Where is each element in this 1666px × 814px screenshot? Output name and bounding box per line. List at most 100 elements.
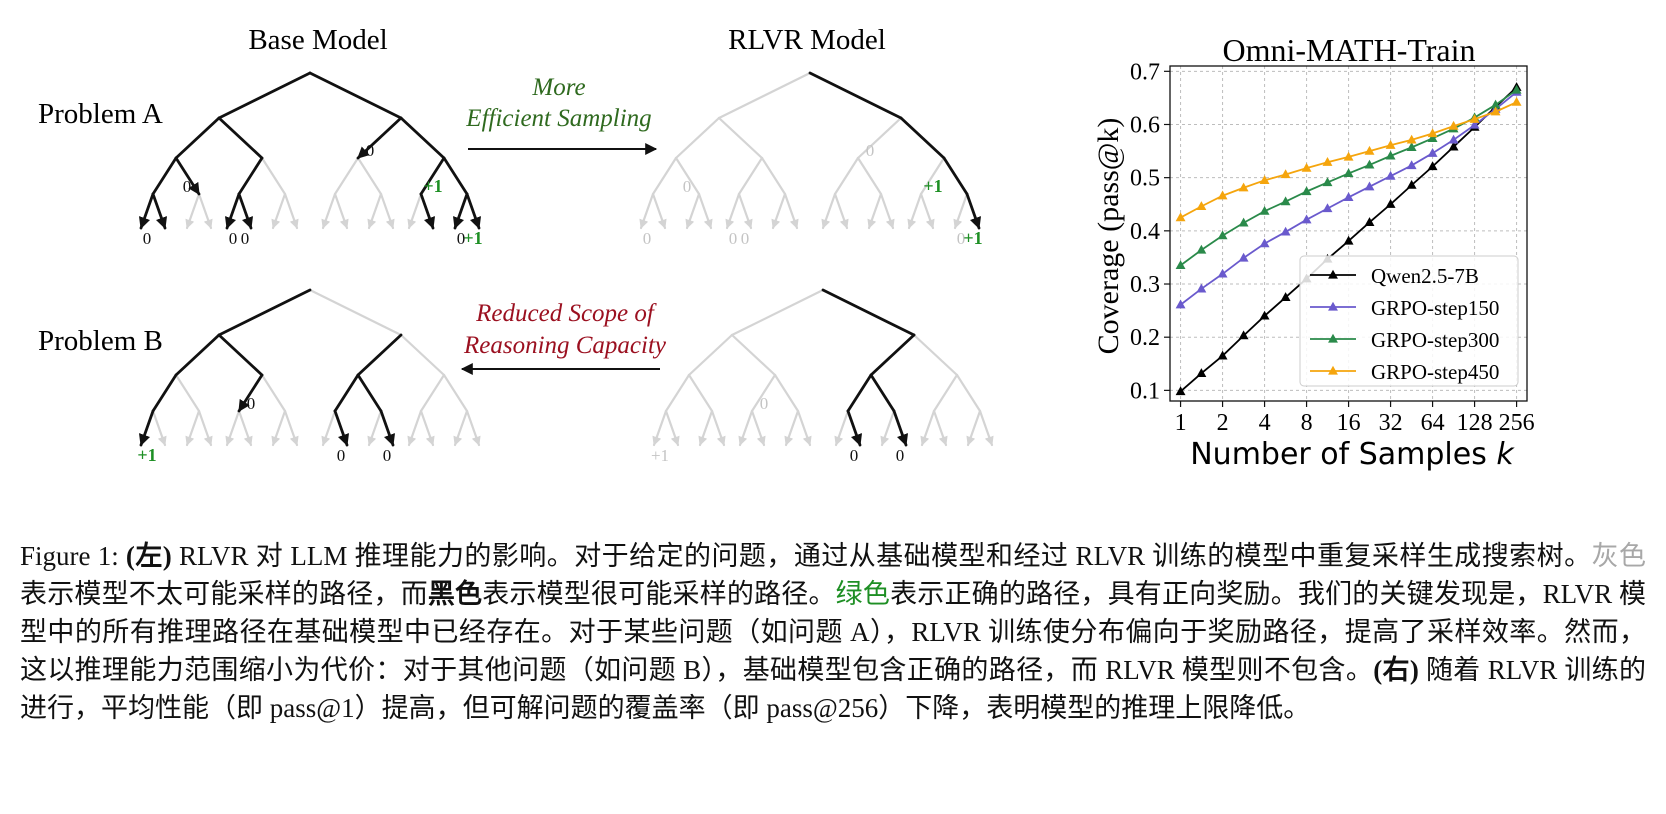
- data-point: [1448, 120, 1459, 130]
- caption-text-3: 表示模型很可能采样的路径。: [482, 579, 836, 609]
- data-point: [1448, 141, 1459, 151]
- legend-box: [1299, 255, 1519, 387]
- data-point: [1280, 196, 1291, 206]
- tree-edge: [367, 192, 383, 230]
- tree-edge: [687, 373, 714, 413]
- tree-edge: [283, 409, 299, 447]
- tree-edge: [783, 192, 799, 230]
- efficient-sampling-label-2: Efficient Sampling: [465, 105, 651, 132]
- tree-edge: [760, 156, 787, 196]
- tree-edge: [151, 156, 178, 196]
- tree-edge: [399, 116, 446, 160]
- tree-edge: [710, 409, 726, 447]
- tree-edge: [697, 192, 713, 230]
- tree-edge: [953, 192, 969, 230]
- chart-xlabel: Number of Samples k: [1190, 437, 1515, 472]
- data-point: [1217, 268, 1228, 278]
- tree-edge: [224, 192, 241, 230]
- tree-edge: [333, 409, 350, 447]
- tree-edge: [912, 333, 959, 377]
- chart-xlabel-k: k: [1496, 437, 1515, 472]
- tree-edge: [217, 71, 312, 120]
- data-point: [1490, 106, 1501, 116]
- tree-edge: [942, 156, 969, 196]
- tree-edge: [217, 333, 264, 377]
- tree-edge: [919, 192, 935, 230]
- tree-edge: [308, 288, 403, 337]
- tree-edge: [283, 192, 299, 230]
- data-point: [1175, 386, 1186, 396]
- data-point: [1301, 162, 1312, 172]
- tree-edge: [978, 409, 994, 447]
- tree-edge: [899, 116, 946, 160]
- chart-xlabel-text: Number of Samples: [1190, 437, 1496, 472]
- reward-label: 0: [383, 446, 392, 465]
- x-tick-label: 32: [1379, 410, 1403, 436]
- data-point: [1217, 230, 1228, 240]
- tree-edge: [174, 333, 221, 377]
- legend-marker: [1328, 333, 1338, 343]
- data-point: [1175, 212, 1186, 222]
- series-grpo-step150: [1175, 86, 1522, 309]
- reward-label: 0: [143, 229, 152, 248]
- tree-edge: [379, 192, 395, 230]
- problem-a-label: Problem A: [38, 98, 163, 130]
- tree-edge: [717, 71, 812, 120]
- tree-edge: [237, 156, 264, 196]
- tree-edge: [737, 156, 764, 196]
- data-point: [1238, 217, 1249, 227]
- data-point: [1322, 157, 1333, 166]
- data-point: [1490, 99, 1501, 109]
- tree-edge: [685, 192, 701, 230]
- tree-edge: [750, 409, 766, 447]
- tree-edge: [664, 409, 680, 447]
- y-tick-label: 0.2: [1130, 325, 1160, 351]
- tree-edge: [151, 409, 167, 447]
- data-point: [1175, 299, 1186, 309]
- reward-label: +1: [963, 228, 982, 248]
- data-point: [1343, 151, 1354, 161]
- tree-edge: [237, 192, 254, 230]
- tree-edge: [920, 409, 936, 447]
- tree-edge: [833, 156, 860, 196]
- tree-edge: [651, 156, 678, 196]
- reward-label: 0: [741, 229, 750, 248]
- legend-label: GRPO-step450: [1371, 360, 1499, 384]
- tree-edge: [846, 409, 863, 447]
- problem-b-label: Problem B: [38, 325, 163, 357]
- y-tick-label: 0.4: [1130, 219, 1160, 245]
- data-point: [1196, 368, 1207, 377]
- legend-marker: [1328, 301, 1338, 311]
- data-point: [1259, 238, 1270, 248]
- caption-text-1: RLVR 对 LLM 推理能力的影响。对于给定的问题，通过从基础模型和经过 RL…: [171, 541, 1592, 571]
- chart-ylabel: Coverage (pass@k): [1092, 118, 1125, 355]
- data-point: [1427, 148, 1438, 157]
- figure-1: Base Model RLVR Model Problem A Problem …: [38, 24, 1535, 472]
- tree-edge: [907, 192, 923, 230]
- reward-label: +1: [137, 445, 156, 465]
- tree-edge: [834, 409, 850, 447]
- tree-edge: [321, 192, 337, 230]
- tree-edge: [750, 373, 777, 413]
- data-point: [1385, 150, 1396, 160]
- data-point: [1364, 181, 1375, 191]
- tree-edge: [356, 333, 403, 377]
- tree-edge: [419, 192, 436, 230]
- tree-edge: [367, 409, 383, 447]
- tree-edge: [271, 409, 287, 447]
- tree-edge: [174, 156, 201, 196]
- caption-left-marker: (左): [125, 541, 172, 571]
- data-point: [1406, 160, 1417, 170]
- tree-edge: [651, 192, 667, 230]
- reward-label: 0: [643, 229, 652, 248]
- tree-edge: [151, 192, 168, 230]
- tree-edge: [271, 192, 287, 230]
- legend-marker: [1328, 365, 1338, 375]
- tree-edge: [687, 333, 734, 377]
- legend-label: GRPO-step300: [1371, 328, 1499, 352]
- y-tick-label: 0.1: [1130, 378, 1160, 404]
- data-point: [1217, 350, 1228, 360]
